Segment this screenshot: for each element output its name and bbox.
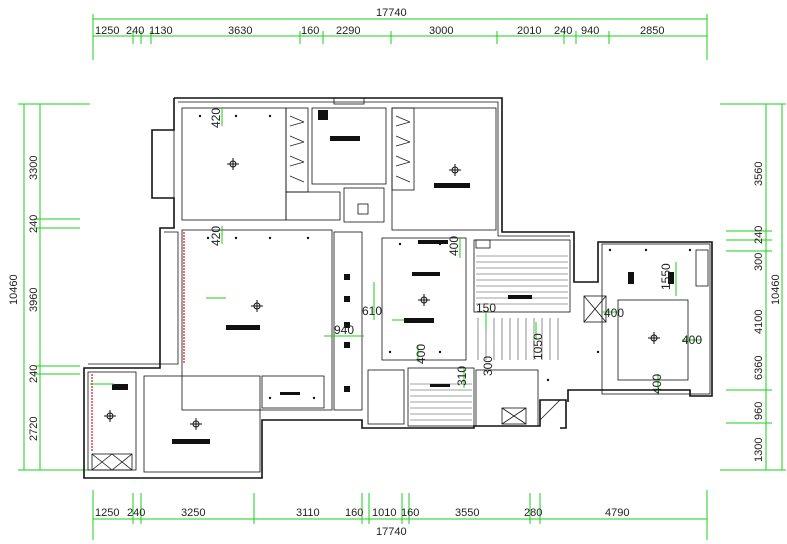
annotation-lines (90, 108, 702, 394)
top-dim-7: 2010 (517, 25, 541, 37)
room-bedroom-3 (601, 243, 711, 395)
bottom-dim-9: 4790 (605, 507, 629, 519)
room-labels: 420 420 400 610 940 400 150 1050 310 300… (209, 108, 702, 394)
ceiling-lights (104, 158, 660, 430)
bottom-dimension: 17740 1250 240 3250 3110 160 1010 160 35… (92, 490, 708, 540)
left-dim-2: 3960 (28, 288, 40, 312)
right-total-label: 10460 (770, 274, 782, 305)
room-dining (381, 237, 467, 361)
top-total-label: 17740 (376, 7, 407, 19)
light-icon (449, 164, 461, 176)
bottom-dim-5: 1010 (372, 507, 396, 519)
left-dim-4: 2720 (28, 417, 40, 441)
top-dim-2: 1130 (149, 25, 173, 37)
top-dim-5: 2290 (336, 25, 360, 37)
left-dim-0: 3300 (28, 156, 40, 180)
top-dim-9: 940 (581, 25, 599, 37)
room-label: 310 (455, 366, 469, 386)
left-total-label: 10460 (8, 274, 20, 305)
room-laundry (475, 369, 539, 427)
left-dim-3: 240 (28, 365, 40, 383)
right-dimension: 10460 3560 240 300 4100 6360 960 1300 (720, 103, 786, 471)
left-dimension: 10460 3300 240 3960 240 2720 (8, 103, 90, 471)
light-icon (418, 294, 430, 306)
top-dim-6: 3000 (429, 25, 453, 37)
top-dimension: 17740 1250 240 1130 3630 160 2290 3000 2… (92, 7, 708, 60)
spot-dots (198, 114, 692, 400)
top-dim-4: 160 (301, 25, 319, 37)
fixtures (112, 110, 674, 444)
room-study (311, 107, 387, 185)
light-icon (104, 410, 116, 422)
right-dim-3: 4100 (753, 310, 765, 334)
top-dim-10: 2850 (640, 25, 664, 37)
room-bath-1 (367, 369, 405, 425)
top-dim-8: 240 (554, 25, 572, 37)
right-dim-5: 960 (753, 402, 765, 420)
bottom-dim-1: 240 (127, 507, 145, 519)
light-icon (190, 418, 202, 430)
room-bedroom-2 (391, 107, 497, 231)
bottom-dim-4: 160 (345, 507, 363, 519)
top-dim-1: 240 (126, 25, 144, 37)
light-icon (227, 158, 239, 170)
right-dim-6: 1300 (753, 438, 765, 462)
bottom-dim-7: 3550 (455, 507, 479, 519)
room-label: 400 (682, 333, 702, 347)
room-bath-2 (407, 367, 475, 427)
wardrobe-hangers (289, 115, 411, 183)
room-label: 400 (414, 344, 428, 364)
room-label: 400 (650, 374, 664, 394)
bottom-total-label: 17740 (376, 526, 407, 538)
bottom-dim-0: 1250 (95, 507, 119, 519)
room-bedroom-4 (143, 375, 261, 473)
bottom-dim-3: 3110 (296, 507, 320, 519)
light-icon (251, 300, 263, 312)
room-label: 150 (476, 301, 496, 315)
bottom-dim-6: 160 (401, 507, 419, 519)
top-dim-3: 3630 (228, 25, 252, 37)
right-dim-1: 240 (753, 226, 765, 244)
room-label: 940 (334, 323, 354, 337)
bottom-dim-8: 280 (524, 507, 542, 519)
room-label: 1550 (659, 263, 673, 290)
room-label: 300 (481, 356, 495, 376)
room-label: 400 (447, 236, 461, 256)
corridor (333, 231, 363, 411)
boxed-items (91, 239, 709, 471)
accent-lines (91, 232, 185, 452)
rooms (87, 107, 711, 473)
room-label: 1050 (531, 333, 545, 360)
room-living (181, 229, 333, 411)
room-kitchen (473, 239, 571, 313)
right-dim-2: 300 (753, 253, 765, 271)
left-dim-1: 240 (28, 215, 40, 233)
room-label: 610 (362, 304, 382, 318)
outer-walls (83, 97, 713, 479)
wardrobe-2 (391, 107, 415, 191)
light-icon (648, 332, 660, 344)
room-label: 400 (604, 306, 624, 320)
right-dim-4: 6360 (753, 356, 765, 380)
bottom-dim-2: 3250 (181, 507, 205, 519)
room-label: 420 (209, 226, 223, 246)
right-dim-0: 3560 (753, 162, 765, 186)
room-label: 420 (209, 108, 223, 128)
top-dim-0: 1250 (95, 25, 119, 37)
